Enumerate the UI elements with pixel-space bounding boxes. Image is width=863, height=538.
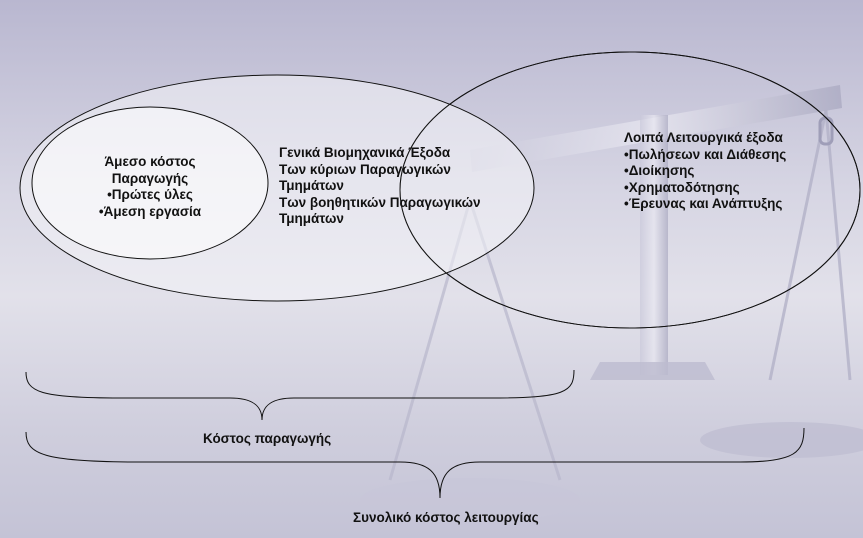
other-expenses-line-3: •Διοίκησης — [624, 163, 695, 178]
overhead-line-5: Τμημάτων — [279, 211, 344, 226]
brace-production — [25, 369, 575, 421]
direct-cost-line-2: Παραγωγής — [111, 170, 189, 186]
overhead-line-4: Των βοηθητικών Παραγωγικών — [279, 194, 481, 210]
other-expenses-line-5: •Έρευνας και Ανάπτυξης — [624, 196, 783, 211]
overhead-text: Γενικά Βιομηχανικά Έξοδα Των κύριων Παρα… — [279, 145, 481, 228]
direct-cost-text: Άμεσο κόστος Παραγωγής •Πρώτες ύλες •Άμε… — [70, 154, 230, 220]
direct-cost-line-1: Άμεσο κόστος — [104, 154, 196, 169]
right-ellipse-outline — [399, 51, 861, 329]
other-expenses-text: Λοιπά Λειτουργικά έξοδα •Πωλήσεων και Δι… — [624, 130, 786, 213]
brace-total — [25, 427, 805, 499]
inner-circle — [31, 106, 269, 260]
direct-cost-line-3: •Πρώτες ύλες — [107, 187, 193, 202]
direct-cost-line-4: •Άμεση εργασία — [98, 203, 202, 219]
total-cost-label: Συνολικό κόστος λειτουργίας — [353, 510, 539, 525]
overhead-line-3: Τμημάτων — [279, 178, 344, 193]
other-expenses-line-1: Λοιπά Λειτουργικά έξοδα — [624, 130, 783, 145]
production-cost-label: Κόστος παραγωγής — [203, 431, 332, 446]
overhead-line-1: Γενικά Βιομηχανικά Έξοδα — [279, 145, 451, 160]
other-expenses-line-4: •Χρηματοδότησης — [624, 179, 740, 195]
overhead-line-2: Των κύριων Παραγωγικών — [279, 161, 451, 177]
other-expenses-line-2: •Πωλήσεων και Διάθεσης — [624, 146, 787, 162]
